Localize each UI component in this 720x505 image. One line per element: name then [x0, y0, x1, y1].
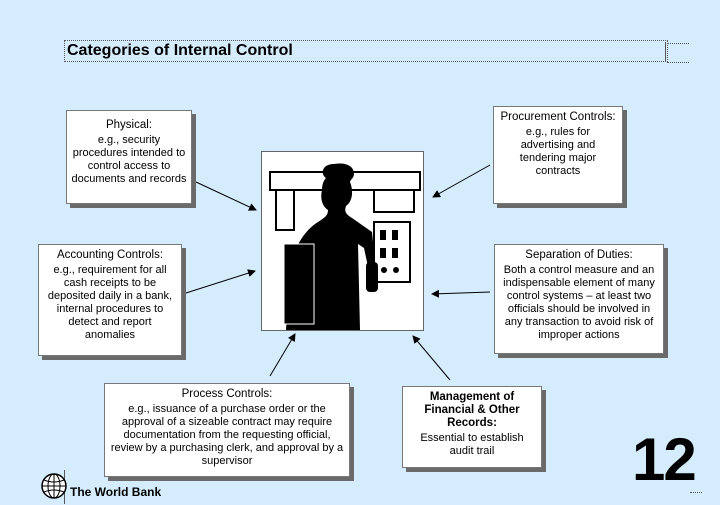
- management-heading: Management of Financial & Other Records:: [424, 391, 520, 429]
- slide-title: Categories of Internal Control: [67, 42, 293, 59]
- records-management-box: Management of Financial & Other Records:…: [402, 386, 542, 468]
- process-text: e.g., issuance of a purchase order or th…: [110, 403, 344, 467]
- arrow-physical: [195, 181, 257, 211]
- title-extension: [667, 43, 689, 63]
- title-frame: Categories of Internal Control: [64, 40, 668, 62]
- process-heading: Process Controls:: [181, 388, 273, 400]
- arrow-process: [269, 333, 296, 377]
- accounting-controls-box: Accounting Controls: e.g., requirement f…: [38, 244, 182, 356]
- physical-heading: Physical:: [105, 119, 153, 131]
- separation-text: Both a control measure and an indispensa…: [503, 264, 655, 341]
- accounting-heading: Accounting Controls:: [56, 249, 164, 261]
- globe-icon: [40, 472, 68, 500]
- corner-dots: [690, 492, 702, 493]
- physical-text: e.g., security procedures intended to co…: [71, 134, 187, 185]
- arrow-management: [412, 335, 451, 381]
- accounting-text: e.g., requirement for all cash receipts …: [47, 264, 173, 341]
- title-tick: [665, 42, 666, 62]
- world-bank-logo-text: The World Bank: [70, 485, 162, 499]
- process-controls-box: Process Controls: e.g., issuance of a pu…: [104, 383, 350, 477]
- procurement-heading: Procurement Controls:: [500, 111, 616, 123]
- procurement-text: e.g., rules for advertising and tenderin…: [519, 126, 597, 177]
- procurement-controls-box: Procurement Controls: e.g., rules for ad…: [493, 106, 623, 204]
- page-number: 12: [632, 426, 697, 493]
- management-text: Essential to establish audit trail: [420, 432, 524, 457]
- arrow-procurement: [432, 164, 491, 198]
- separation-of-duties-box: Separation of Duties: Both a control mea…: [494, 244, 664, 354]
- worker-illustration: [261, 151, 424, 331]
- separation-heading: Separation of Duties:: [525, 249, 633, 261]
- arrow-accounting: [185, 269, 256, 294]
- arrow-separation: [431, 289, 491, 298]
- physical-controls-box: Physical: e.g., security procedures inte…: [66, 110, 192, 204]
